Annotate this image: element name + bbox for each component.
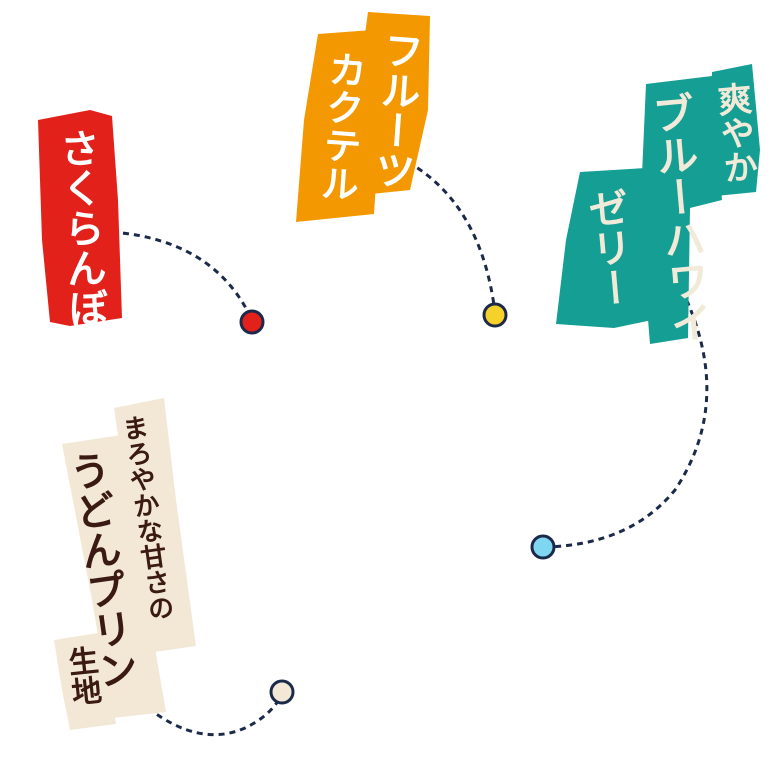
label-sakuranbo-text: さくらんぼ (52, 127, 108, 329)
leader-line-sakuranbo (111, 230, 254, 321)
label-udon-pudding-background-bottom (54, 632, 116, 730)
label-fruit-cocktail: フルーツ カクテル (296, 12, 430, 222)
label-sakuranbo: さくらんぼ (38, 110, 122, 329)
label-fruit-cocktail-line2: カクテル (313, 49, 367, 204)
label-sakuranbo-background (38, 110, 122, 326)
label-blue-hawaii-background-bottom (556, 168, 652, 328)
label-udon-pudding-line3: 生地 (61, 644, 103, 707)
marker-red-dot (239, 309, 265, 335)
label-blue-hawaii-line1: 爽やか (710, 80, 759, 185)
leader-line-fruit-cocktail (407, 160, 497, 314)
marker-cream-dot (269, 679, 295, 705)
label-fruit-cocktail-line1: フルーツ (367, 29, 424, 192)
label-blue-hawaii: 爽やか ブルーハワイ ゼリー (556, 64, 760, 346)
marker-cyan-dot (530, 534, 556, 560)
label-blue-hawaii-line3: ゼリー (580, 186, 636, 310)
label-blue-hawaii-background-main (640, 76, 722, 344)
label-udon-pudding-background-main (62, 434, 166, 718)
marker-yellow-dot (482, 302, 508, 328)
label-udon-pudding: まろやかな甘さの うどんプリン 生地 (54, 398, 196, 730)
label-fruit-cocktail-background-front (296, 30, 380, 222)
label-udon-pudding-background-top (114, 398, 196, 652)
label-blue-hawaii-background-top (710, 64, 760, 196)
leader-line-blue-hawaii (544, 289, 709, 549)
leader-line-udon-pudding (147, 693, 284, 737)
